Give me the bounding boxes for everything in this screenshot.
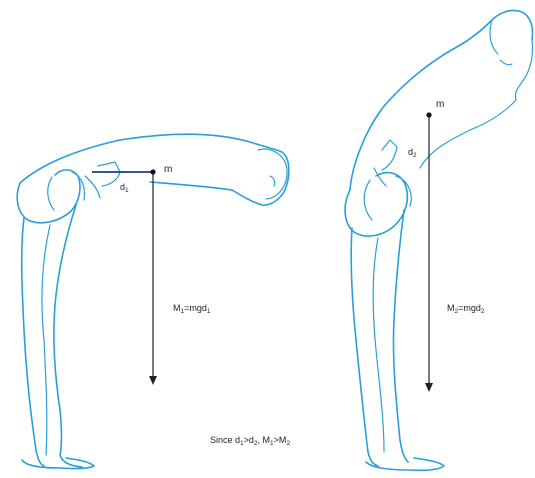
right-mass-label: m xyxy=(436,99,444,110)
right-figure: m d2 M2=mgd2 xyxy=(345,10,532,470)
left-figure-head xyxy=(258,149,287,199)
right-figure-front-torso xyxy=(420,100,516,168)
left-distance-label: d1 xyxy=(120,182,129,194)
right-figure-front-leg xyxy=(393,210,408,462)
left-figure-front-leg xyxy=(54,205,82,467)
right-figure-feet xyxy=(366,458,444,470)
left-moment-label: M1=mgd1 xyxy=(173,303,211,315)
left-figure-rear-leg xyxy=(22,218,44,466)
right-weight-arrowhead xyxy=(425,383,433,392)
left-figure-feet xyxy=(22,458,94,469)
right-figure-hip xyxy=(345,173,407,236)
left-mass-label: m xyxy=(164,164,172,175)
left-figure: m d1 M1=mgd1 xyxy=(17,134,289,468)
right-figure-inner-leg xyxy=(373,238,384,452)
comparison-caption: Since d1>d2, M1>M2 xyxy=(210,435,290,447)
left-figure-inner-leg xyxy=(42,225,50,455)
right-figure-arm xyxy=(374,140,397,186)
right-figure-head xyxy=(490,20,533,100)
right-distance-label: d2 xyxy=(408,147,417,159)
left-weight-arrowhead xyxy=(149,376,157,385)
left-figure-back-outline xyxy=(20,134,289,205)
left-figure-arm xyxy=(85,162,120,198)
right-moment-label: M2=mgd2 xyxy=(447,303,485,315)
